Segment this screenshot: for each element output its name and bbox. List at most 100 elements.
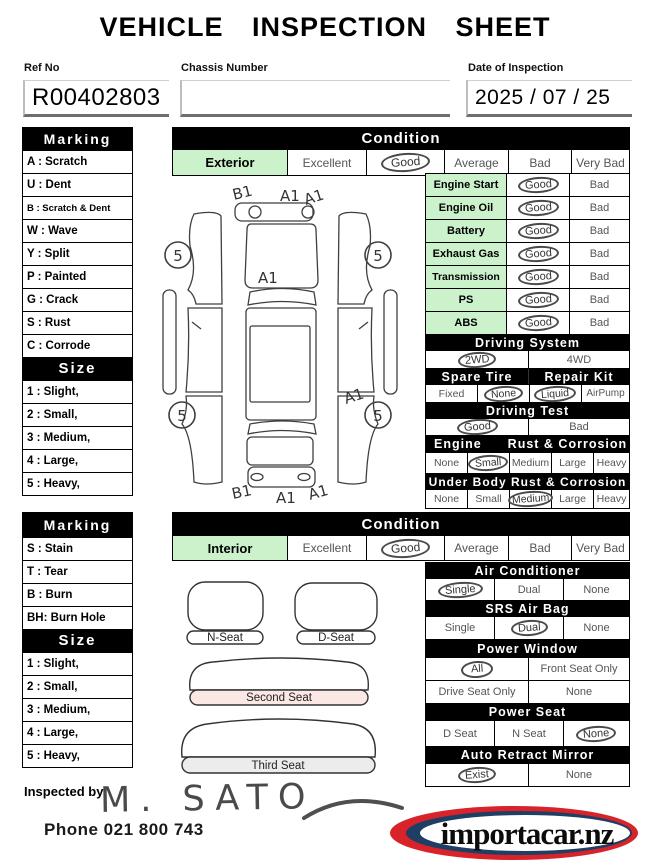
air-conditioner-option-selected: Single bbox=[426, 579, 494, 600]
legend-item: 3 : Medium, bbox=[23, 698, 132, 721]
condition-option: Excellent bbox=[287, 536, 366, 560]
seats-diagram: N-Seat D-Seat Second Seat Third Seat bbox=[181, 581, 378, 774]
legend-item: A : Scratch bbox=[23, 150, 132, 173]
legend-item: 5 : Heavy, bbox=[23, 744, 132, 767]
mechanical-checks-table: Engine Start Good Bad Engine Oil Good Ba… bbox=[425, 173, 630, 335]
hand-circle: 2WD bbox=[457, 350, 497, 369]
under-body-rust-option: Small bbox=[467, 490, 509, 508]
hand-circle: Liquid bbox=[533, 384, 578, 403]
hand-circle: Good bbox=[456, 417, 498, 437]
engine-rust-option: None bbox=[433, 457, 460, 469]
mech-good: Good bbox=[506, 174, 569, 196]
under-body-rust-header: Under Body Rust & Corrosion bbox=[426, 473, 629, 489]
engine-rust-option: Large bbox=[551, 453, 593, 473]
air-conditioner-option: None bbox=[563, 579, 629, 600]
wheel-mark: 5 bbox=[173, 247, 183, 265]
damage-mark: A1 bbox=[306, 481, 330, 504]
interior-features-section: Air Conditioner Single Dual None SRS Air… bbox=[425, 562, 630, 787]
legend-item: 4 : Large, bbox=[23, 721, 132, 744]
mech-good: Good bbox=[506, 312, 569, 334]
power-window-option: Drive Seat Only bbox=[438, 686, 516, 698]
spare-tire-option: Fixed bbox=[438, 387, 465, 400]
trunk-panel bbox=[246, 436, 314, 466]
inspector-signature: M. SATO bbox=[99, 777, 316, 821]
power-window-header: Power Window bbox=[426, 639, 629, 657]
rear-light bbox=[297, 472, 311, 482]
air-conditioner-header: Air Conditioner bbox=[426, 563, 629, 578]
phone-number: Phone 021 800 743 bbox=[44, 820, 204, 839]
left-rear-quarter bbox=[181, 395, 223, 485]
hand-circle: All bbox=[460, 659, 494, 679]
power-seat-option: N Seat bbox=[494, 721, 563, 746]
wheel-mark-circle bbox=[364, 401, 392, 429]
engine-rust-option-selected: Small bbox=[467, 453, 510, 473]
mech-bad: Bad bbox=[569, 243, 629, 265]
third-seat-back bbox=[181, 718, 377, 758]
left-sill bbox=[162, 289, 177, 395]
condition-option: Bad bbox=[508, 536, 571, 560]
legend-item: T : Tear bbox=[23, 560, 132, 583]
legend-item: C : Corrode bbox=[23, 334, 132, 357]
driving-system-header: Driving System bbox=[426, 335, 629, 350]
wheel-mark-circle bbox=[164, 241, 192, 269]
cowl-panel bbox=[247, 287, 317, 306]
under-body-rust-option-selected: Medium bbox=[507, 489, 554, 509]
mech-label: ABS bbox=[426, 312, 506, 334]
under-body-rust-option: None bbox=[433, 493, 460, 505]
importacar-logo: importacar.nz bbox=[390, 806, 638, 860]
spare-tire-header: Spare Tire bbox=[426, 369, 528, 384]
roof-panel bbox=[245, 307, 317, 421]
hood-panel bbox=[244, 223, 319, 289]
srs-air-bag-option: Single bbox=[444, 622, 476, 634]
exterior-marking-legend: Marking A : Scratch U : Dent B : Scratch… bbox=[22, 127, 133, 496]
hand-circle: Single bbox=[437, 579, 483, 600]
rear-bumper bbox=[247, 466, 316, 488]
exterior-marking-title: Marking bbox=[23, 128, 132, 150]
exterior-condition-table: Condition Exterior Excellent Good Averag… bbox=[172, 127, 630, 176]
third-seat-label-plate bbox=[181, 756, 376, 774]
legend-item: G : Crack bbox=[23, 288, 132, 311]
condition-option: Average bbox=[444, 150, 508, 175]
mech-bad: Bad bbox=[569, 289, 629, 311]
legend-item: Y : Split bbox=[23, 242, 132, 265]
hand-circle: Good bbox=[517, 267, 559, 287]
driving-test-option: Bad bbox=[528, 419, 629, 435]
legend-item: W : Wave bbox=[23, 219, 132, 242]
legend-item: BH: Burn Hole bbox=[23, 606, 132, 629]
hand-circle: Good bbox=[517, 313, 559, 333]
mech-good: Good bbox=[506, 220, 569, 242]
legend-item: U : Dent bbox=[23, 173, 132, 196]
legend-item: 2 : Small, bbox=[23, 403, 132, 426]
driving-test-header: Driving Test bbox=[426, 402, 629, 418]
auto-retract-mirror-option: None bbox=[528, 764, 629, 786]
mech-label: Engine Start bbox=[426, 174, 506, 196]
interior-marking-legend: Marking S : Stain T : Tear B : Burn BH: … bbox=[22, 512, 133, 768]
auto-retract-mirror-header: Auto Retract Mirror bbox=[426, 746, 629, 763]
engine-rust-header-left: Engine bbox=[434, 437, 482, 451]
air-conditioner-option: Dual bbox=[494, 579, 563, 600]
inspection-date-field: 2025 / 07 / 25 bbox=[466, 80, 632, 117]
exterior-condition-header: Condition bbox=[173, 128, 629, 149]
ref-no-label: Ref No bbox=[24, 62, 60, 74]
rear-window-panel bbox=[247, 420, 317, 435]
power-window-option: Front Seat Only bbox=[528, 658, 629, 680]
power-seat-option: D Seat bbox=[443, 727, 477, 740]
driving-system-option: 4WD bbox=[528, 351, 629, 368]
legend-item: 5 : Heavy, bbox=[23, 472, 132, 495]
left-mirror bbox=[191, 321, 202, 330]
legend-item: 2 : Small, bbox=[23, 675, 132, 698]
second-seat-label: Second Seat bbox=[246, 692, 313, 704]
condition-option: Very Bad bbox=[571, 150, 629, 175]
mech-good: Good bbox=[506, 289, 569, 311]
damage-mark: B1 bbox=[231, 186, 255, 204]
driving-section: Driving System 2WD 4WD Spare Tire Repair… bbox=[425, 334, 630, 509]
inspection-date-label: Date of Inspection bbox=[468, 62, 564, 74]
hand-circle: Medium bbox=[507, 489, 554, 509]
engine-rust-header-right: Rust & Corrosion bbox=[507, 437, 628, 451]
under-body-rust-option: Large bbox=[551, 490, 593, 508]
d-seat-label: D-Seat bbox=[318, 632, 355, 644]
hand-circle: Good bbox=[380, 536, 431, 560]
under-body-rust-option: Heavy bbox=[593, 490, 629, 508]
second-seat-label-plate bbox=[189, 689, 369, 706]
